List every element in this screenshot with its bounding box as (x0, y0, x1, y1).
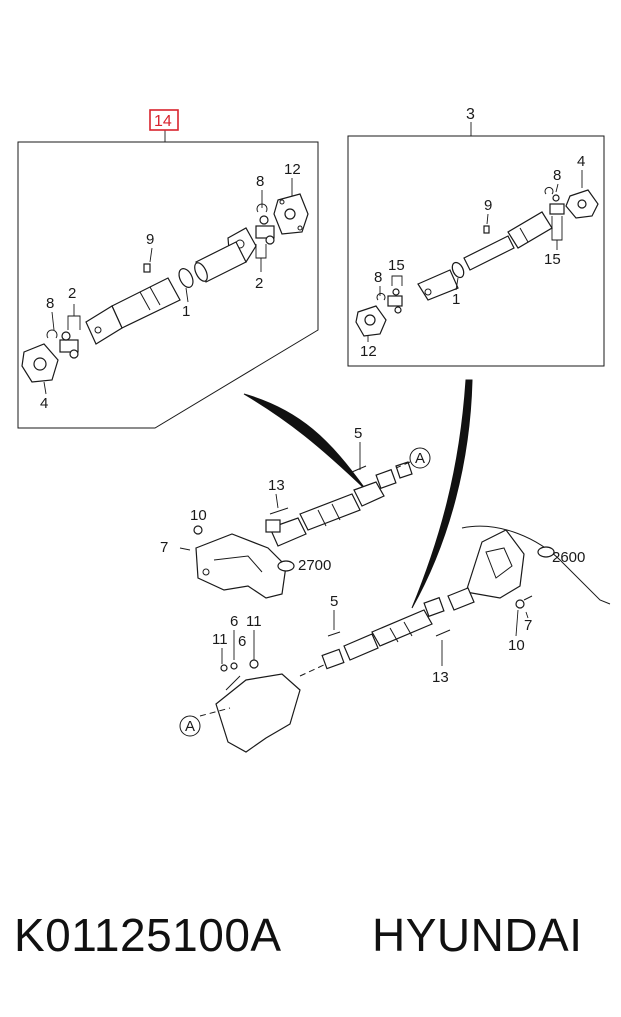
callout-8-right-top: 8 (553, 167, 561, 184)
right-assembly-box: 3 (347, 106, 605, 367)
callout-12: 12 (284, 161, 301, 178)
callout-12-right: 12 (360, 343, 377, 360)
pointer-swoosh-right (411, 379, 473, 609)
callout-A-bottom: A (185, 718, 195, 735)
yoke-right (417, 269, 459, 301)
callout-13-bottom: 13 (432, 669, 449, 686)
callout-13: 13 (268, 477, 285, 494)
callout-3: 3 (466, 106, 475, 123)
callout-1-right: 1 (452, 291, 460, 308)
shaft-tube-middle (111, 263, 181, 329)
flange-yoke-12 (273, 193, 309, 235)
universal-joint-cross-top (255, 203, 275, 245)
callout-7: 7 (160, 539, 168, 556)
callout-A-top: A (415, 450, 425, 467)
callout-9-right: 9 (484, 197, 492, 214)
callout-4-right: 4 (577, 153, 585, 170)
callout-2-bottom: 2 (68, 285, 76, 302)
callout-2600: 2600 (552, 549, 585, 566)
callout-7-bottom: 7 (524, 617, 532, 634)
callout-4: 4 (40, 395, 48, 412)
brand-label: HYUNDAI (372, 909, 583, 961)
universal-joint-cross-right-top (544, 186, 565, 215)
callout-11-top: 11 (246, 613, 262, 630)
callout-8-right-bottom: 8 (374, 269, 382, 286)
callout-6-top: 6 (230, 613, 238, 630)
flange-yoke-4-right (565, 189, 599, 219)
transfer-case-rear (215, 673, 301, 753)
callout-10-bottom: 10 (508, 637, 525, 654)
callout-5-bottom: 5 (330, 593, 338, 610)
callout-2-top: 2 (255, 275, 263, 292)
front-propeller-shaft-installed: 5 A 13 10 7 2700 (160, 425, 431, 599)
callout-15-bottom: 15 (544, 251, 561, 268)
propeller-shaft-exploded-diagram: 14 (17, 106, 611, 753)
callout-15-top: 15 (388, 257, 405, 274)
pointer-swoosh-left (243, 393, 367, 491)
flange-yoke-12-right (355, 305, 387, 337)
callout-1: 1 (182, 303, 190, 320)
part-number-label: K01125100A (14, 909, 282, 961)
callout-2700: 2700 (298, 557, 331, 574)
universal-joint-cross-right-bottom (376, 288, 403, 314)
callout-10: 10 (190, 507, 207, 524)
rear-propeller-shaft-installed: 2600 5 6 11 11 6 7 10 13 A (179, 525, 611, 753)
callout-9: 9 (146, 231, 154, 248)
callout-11-bottom: 11 (212, 631, 228, 648)
flange-yoke-4 (21, 343, 59, 383)
callout-8-bottom: 8 (46, 295, 54, 312)
highlighted-callout-box (149, 109, 179, 131)
transfer-case (195, 533, 287, 599)
rear-differential (465, 529, 525, 599)
callout-5: 5 (354, 425, 362, 442)
center-bearing-ring-1-right (451, 261, 465, 279)
slip-shaft-right (463, 235, 515, 271)
shaft-tube-front (194, 241, 247, 283)
left-assembly-box: 14 (17, 109, 319, 429)
center-bearing-ring-1 (178, 268, 194, 288)
slip-yoke-bottom (85, 305, 123, 345)
callout-14: 14 (154, 113, 172, 130)
callout-6-bottom: 6 (238, 633, 246, 650)
callout-8-top: 8 (256, 173, 264, 190)
universal-joint-cross-bottom (46, 329, 79, 359)
